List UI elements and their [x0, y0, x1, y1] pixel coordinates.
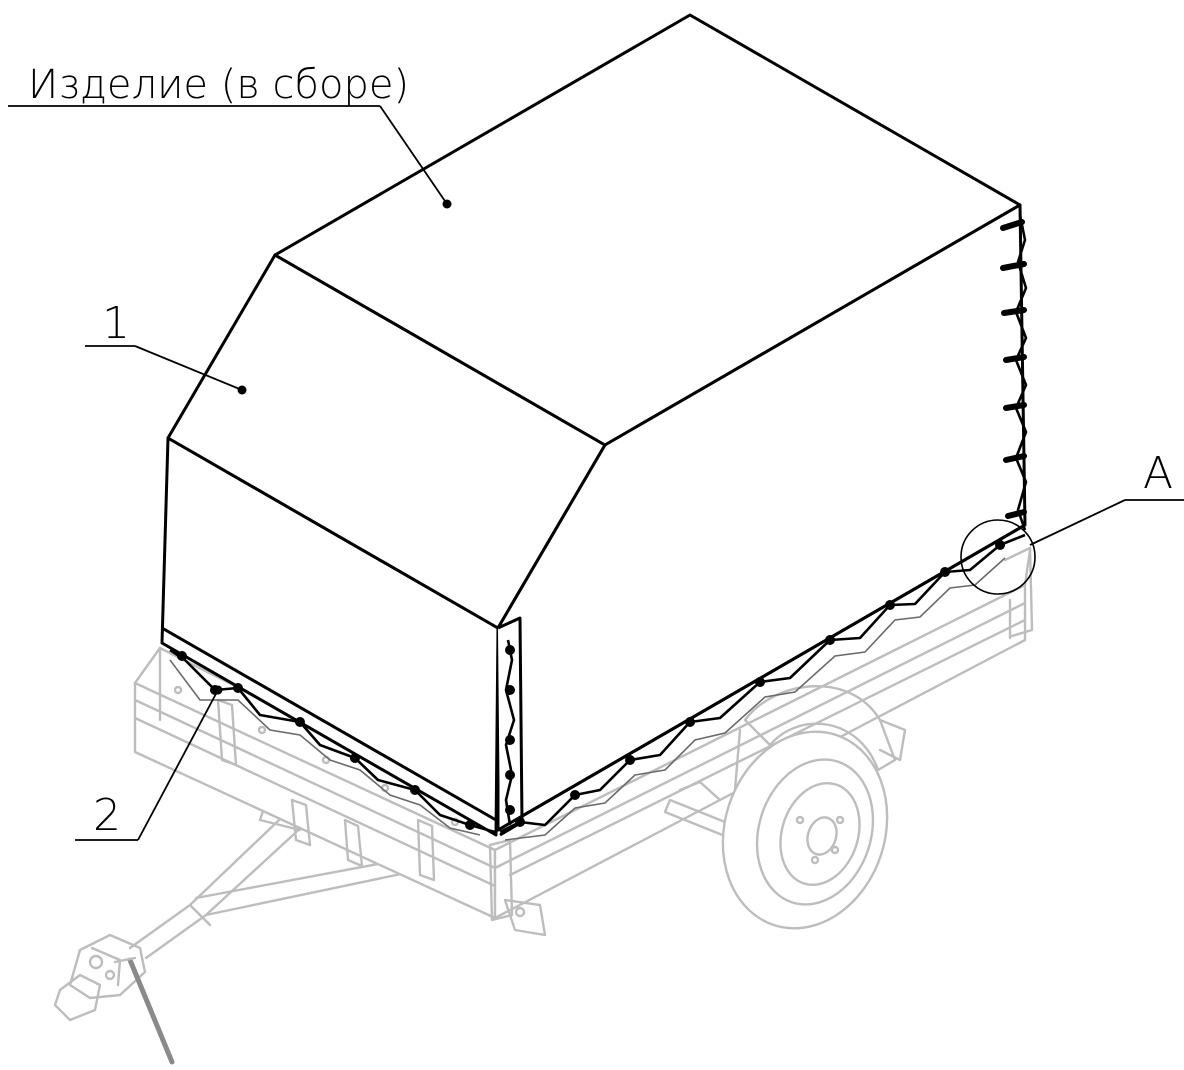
callout-view-a: А	[960, 448, 1184, 595]
tent-cover	[160, 13, 1028, 841]
rear-fasteners	[1000, 214, 1028, 531]
callout-2: 2	[75, 685, 223, 841]
front-board	[133, 646, 502, 920]
side-board	[488, 546, 1034, 937]
front-corner-fasteners	[504, 639, 516, 826]
wheel	[721, 730, 889, 930]
side-lacing-rope	[499, 533, 1026, 841]
fender	[733, 685, 897, 792]
callout-1: 1	[85, 298, 247, 395]
callout-assembly: Изделие (в сборе)	[8, 62, 452, 209]
leader-dot	[237, 385, 247, 395]
assembly-label: Изделие (в сборе)	[28, 62, 409, 108]
leader-dot	[213, 685, 223, 695]
callout-2-label: 2	[93, 790, 121, 841]
drawbar	[53, 788, 422, 1065]
detail-circle	[960, 519, 1036, 595]
view-a-label: А	[1143, 448, 1173, 499]
leader-dot	[442, 199, 452, 209]
callout-1-label: 1	[102, 298, 130, 349]
trailer-frame	[53, 546, 1034, 1065]
